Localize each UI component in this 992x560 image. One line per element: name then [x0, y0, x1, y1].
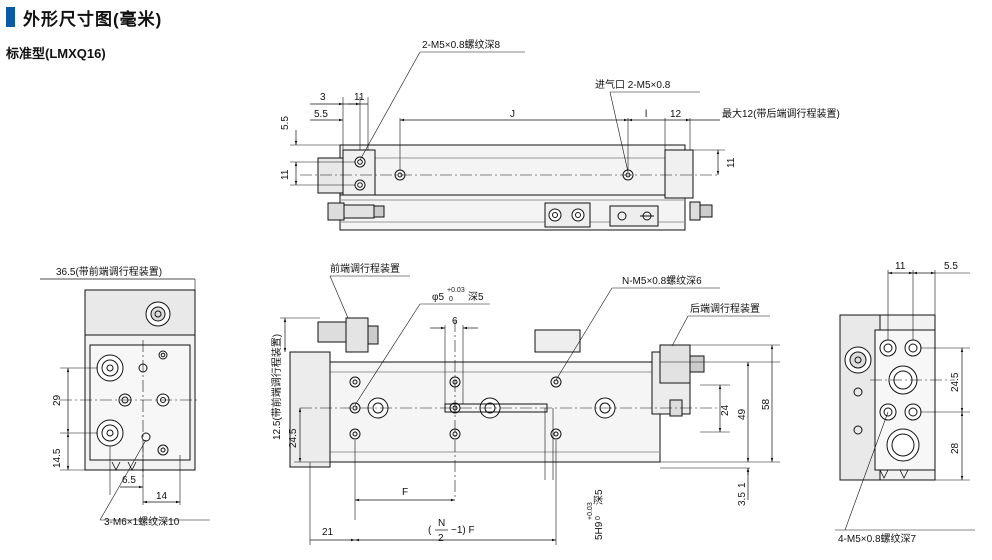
page-header: 外形尺寸图(毫米): [6, 4, 162, 30]
top-dim-11-right: 11: [726, 157, 737, 168]
right-dim-5-5: 5.5: [944, 261, 958, 272]
top-dim-l: l: [645, 109, 647, 120]
front-dim-5H9-depth: 深5: [593, 489, 605, 505]
front-dim-formula-N: N: [438, 518, 445, 529]
header-accent-bar: [6, 7, 15, 27]
front-label-rear-adjuster: 后端调行程装置: [690, 302, 760, 315]
top-dim-11-side: 11: [280, 169, 291, 180]
model-subtitle: 标准型(LMXQ16): [6, 46, 106, 61]
top-callout-max: 最大12(带后端调行程装置): [722, 107, 840, 120]
left-view-labels: 36.5(带前端调行程装置) 29 14.5 6.5 14 3-M6×1螺纹深1…: [52, 265, 180, 528]
front-dim-5H9-tol0: 0: [595, 516, 602, 520]
front-callout-thread: N-M5×0.8螺纹深6: [622, 274, 702, 287]
front-dim-F: F: [402, 487, 408, 498]
top-callout-port: 进气口 2-M5×0.8: [595, 78, 671, 91]
top-dim-12: 12: [670, 109, 682, 120]
front-dim-3-5: 3.5: [737, 492, 748, 506]
right-dim-11: 11: [895, 261, 906, 272]
front-dim-5H9: 5H9: [594, 521, 605, 540]
front-dim-formula-open: (: [428, 525, 432, 536]
front-dim-24-5: 24.5: [288, 428, 299, 448]
top-dim-5-5: 5.5: [314, 109, 328, 120]
left-dim-14-5: 14.5: [52, 448, 63, 468]
front-label-front-adjuster: 前端调行程装置: [330, 262, 400, 275]
page-title: 外形尺寸图(毫米): [23, 9, 163, 29]
left-dim-29: 29: [52, 394, 63, 406]
top-dim-J: J: [510, 109, 515, 120]
front-dim-12-5: 12.5(带前端调行程装置): [270, 334, 283, 440]
left-dim-36-5: 36.5(带前端调行程装置): [56, 265, 162, 278]
front-view: [280, 275, 780, 545]
left-view: [40, 278, 210, 521]
front-callout-pin: φ5: [432, 292, 444, 303]
front-dim-formula-tail: −1) F: [451, 525, 475, 536]
front-callout-pin-depth: 深5: [468, 291, 484, 303]
front-dim-formula-2: 2: [438, 533, 444, 544]
left-dim-6-5: 6.5: [122, 475, 136, 486]
top-callout-thread: 2-M5×0.8螺纹深8: [422, 38, 501, 51]
left-callout-thread: 3-M6×1螺纹深10: [104, 515, 180, 528]
front-callout-pin-tol0: 0: [449, 296, 453, 303]
top-view: [290, 51, 725, 231]
front-dim-58: 58: [761, 398, 772, 410]
front-dim-49: 49: [737, 408, 748, 420]
right-callout-thread: 4-M5×0.8螺纹深7: [838, 532, 917, 545]
front-dim-5H9-tol: +0.03: [587, 502, 594, 520]
top-dim-5-5-side: 5.5: [280, 116, 291, 130]
right-dim-24-5: 24.5: [950, 372, 961, 392]
left-dim-14: 14: [156, 491, 168, 502]
top-dim-11: 11: [354, 92, 365, 103]
front-callout-pin-tol: +0.03: [447, 287, 465, 294]
front-dim-6: 6: [452, 316, 458, 327]
top-view-labels: 2-M5×0.8螺纹深8 进气口 2-M5×0.8 最大12(带后端调行程装置)…: [280, 38, 840, 180]
right-view: [835, 270, 975, 531]
front-dim-1: 1: [737, 482, 748, 488]
top-dim-3: 3: [320, 92, 326, 103]
front-dim-24: 24: [720, 404, 731, 416]
right-dim-28: 28: [950, 442, 961, 454]
front-dim-21: 21: [322, 527, 334, 538]
right-view-labels: 11 5.5 24.5 28 4-M5×0.8螺纹深7: [838, 261, 961, 545]
front-view-labels: 前端调行程装置 后端调行程装置 φ5 +0.03 0 深5 N-M5×0.8螺纹…: [270, 262, 772, 544]
